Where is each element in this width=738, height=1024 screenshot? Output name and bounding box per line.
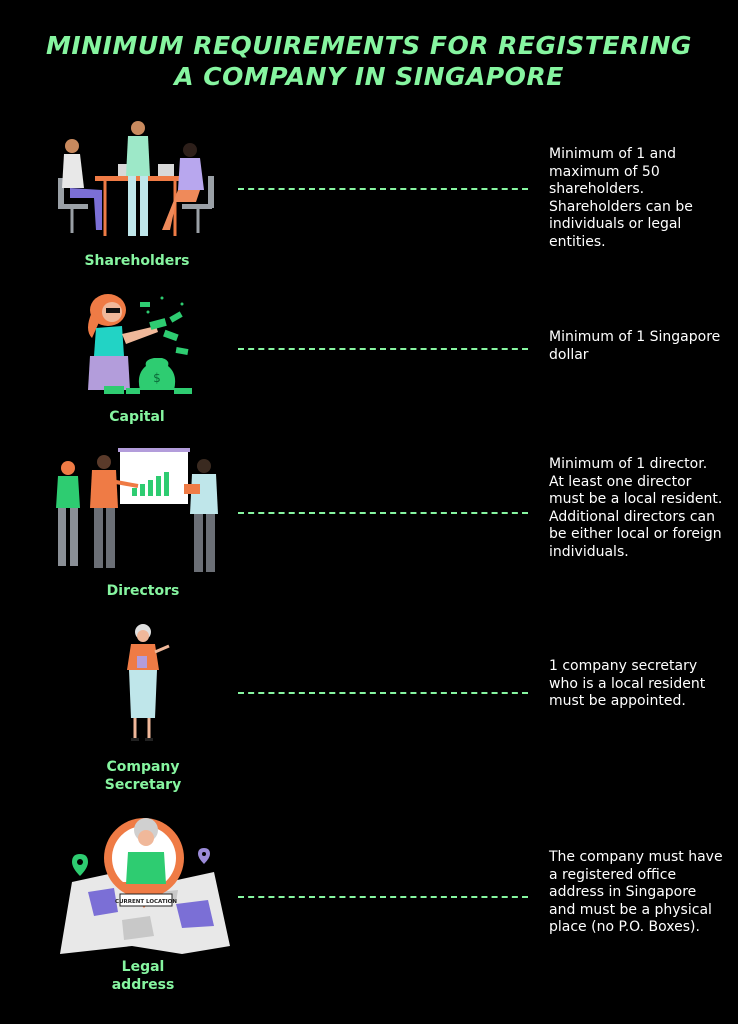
- directors-description: Minimum of 1 director. At least one dire…: [549, 456, 723, 560]
- company-secretary-label: Company Secretary: [68, 758, 218, 794]
- money-woman-illustration: $: [88, 294, 192, 394]
- connector-line-legal-address: [238, 896, 528, 898]
- svg-text:$: $: [153, 371, 161, 385]
- shareholders-description: Minimum of 1 and maximum of 50 sharehold…: [549, 146, 693, 250]
- map-location-illustration: CURRENT LOCATION: [60, 818, 230, 954]
- connector-line-company-secretary: [238, 692, 528, 694]
- meeting-people-illustration: [58, 121, 214, 236]
- capital-label: Capital: [109, 409, 165, 425]
- current-location-tag: CURRENT LOCATION: [115, 899, 177, 905]
- company-secretary-label-line-2: Secretary: [104, 777, 182, 793]
- company-secretary-description: 1 company secretary who is a local resid…: [549, 658, 706, 709]
- directors-label: Directors: [106, 583, 180, 599]
- title-line-2: A COMPANY IN SINGAPORE: [174, 62, 564, 91]
- capital-description: Minimum of 1 Singapore dollar: [549, 329, 721, 363]
- legal-address-description: The company must have a registered offic…: [549, 849, 723, 935]
- legal-address-label: Legal address: [68, 958, 218, 994]
- legal-address-label-line-1: Legal: [121, 959, 165, 975]
- connector-line-shareholders: [238, 188, 528, 190]
- title-line-1: MINIMUM REQUIREMENTS FOR REGISTERING: [46, 31, 692, 60]
- connector-line-directors: [238, 512, 528, 514]
- presentation-people-illustration: [56, 448, 218, 572]
- legal-address-label-line-2: address: [111, 977, 175, 993]
- page-title: MINIMUM REQUIREMENTS FOR REGISTERING A C…: [0, 30, 738, 92]
- connector-line-capital: [238, 348, 528, 350]
- shareholders-label: Shareholders: [84, 253, 190, 269]
- company-secretary-label-line-1: Company: [106, 759, 180, 775]
- secretary-woman-illustration: [127, 624, 170, 741]
